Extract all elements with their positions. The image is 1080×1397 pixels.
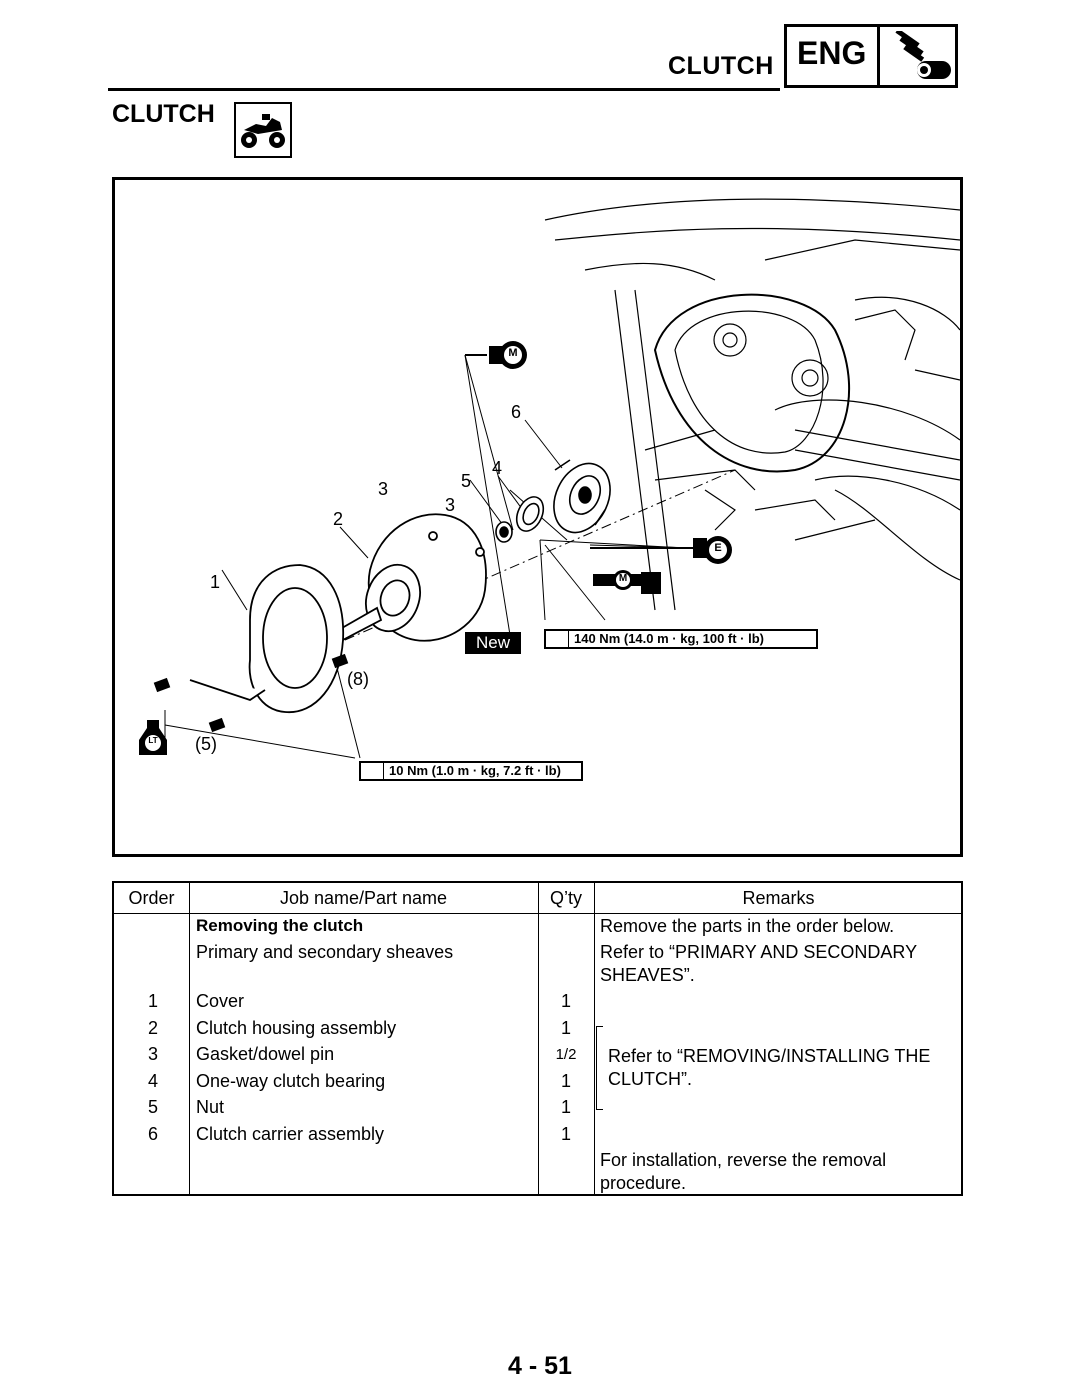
row-job: Nut — [196, 1097, 225, 1117]
clutch-housing-assembly — [333, 513, 487, 644]
bracket-remark-line2: CLUTCH”. — [608, 1069, 692, 1089]
wrench-icon — [361, 763, 384, 779]
clutch-exploded-diagram — [139, 198, 960, 759]
symbol-lt: LT — [148, 736, 158, 745]
header-rule — [108, 88, 780, 91]
clutch-cover — [189, 564, 345, 713]
row-qty: 1 — [560, 1097, 571, 1117]
callout-6: 6 — [511, 402, 522, 422]
eng-badge-divider — [877, 27, 880, 85]
engine-oil-e-symbol — [539, 539, 686, 549]
clutch-carrier-assembly — [553, 459, 611, 534]
row-job: Clutch carrier assembly — [196, 1124, 385, 1144]
exploded-view-figure: 1 2 3 3 4 5 6 (8) (5) M E M LT New 140 N… — [112, 177, 963, 857]
row-qty: 1 — [560, 1018, 571, 1038]
one-way-clutch-bearing — [515, 496, 545, 532]
wrench-icon — [546, 631, 569, 647]
row-job: Cover — [196, 991, 245, 1011]
section-heading: Removing the clutch — [196, 916, 364, 935]
nut — [495, 521, 513, 543]
torque-spec-large-text: 140 Nm (14.0 m · kg, 100 ft · lb) — [574, 631, 765, 646]
callout-3a: 3 — [378, 479, 389, 499]
row-job: Gasket/dowel pin — [196, 1044, 335, 1064]
row-qty: 1 — [560, 1071, 571, 1091]
row-job: One-way clutch bearing — [196, 1071, 386, 1091]
callout-5: 5 — [461, 471, 472, 491]
torque-spec-small-text: 10 Nm (1.0 m · kg, 7.2 ft · lb) — [389, 763, 561, 778]
row-order: 6 — [147, 1124, 158, 1144]
row-order: 3 — [147, 1044, 158, 1064]
remark-bracket — [596, 1026, 603, 1110]
footer-remark-line1: For installation, reverse the removal — [600, 1150, 887, 1170]
new-part-badge: New — [465, 632, 521, 654]
symbol-m-top: M — [508, 347, 518, 359]
row-order: 2 — [147, 1018, 158, 1038]
row-qty: 1/2 — [555, 1046, 577, 1063]
locking-agent-symbol — [139, 720, 167, 755]
col-header-order: Order — [128, 888, 175, 908]
engine-icon — [895, 31, 951, 79]
qty-callout-5: (5) — [195, 734, 217, 754]
header-section-label: CLUTCH — [668, 52, 774, 80]
row-qty: 1 — [560, 991, 571, 1011]
row-order: 1 — [147, 991, 158, 1011]
callout-3b: 3 — [445, 495, 456, 515]
torque-spec-large: 140 Nm (14.0 m · kg, 100 ft · lb) — [544, 629, 818, 649]
row-order: 5 — [147, 1097, 158, 1117]
bolts — [153, 653, 349, 733]
eng-badge: ENG — [784, 24, 958, 88]
torque-spec-small: 10 Nm (1.0 m · kg, 7.2 ft · lb) — [359, 761, 583, 781]
page-title: CLUTCH — [112, 100, 215, 128]
callout-1: 1 — [210, 572, 221, 592]
moly-grease-symbol — [465, 341, 527, 369]
col-header-job: Job name/Part name — [279, 888, 448, 908]
eng-badge-text: ENG — [797, 35, 867, 71]
footer-remark-line2: procedure. — [600, 1173, 687, 1193]
col-header-remarks: Remarks — [742, 888, 815, 908]
engine-oil-symbol — [590, 536, 732, 564]
prep-remark-line1: Refer to “PRIMARY AND SECONDARY — [600, 942, 918, 962]
engine-case-sketch — [544, 198, 960, 611]
row-qty: 1 — [560, 1124, 571, 1144]
callout-2: 2 — [333, 509, 344, 529]
atv-icon — [234, 102, 292, 158]
parts-table: Order Job name/Part name Q’ty Remarks Re… — [112, 881, 963, 1196]
row-order: 4 — [147, 1071, 158, 1091]
prep-remark-line2: SHEAVES”. — [600, 965, 695, 985]
prep-job: Primary and secondary sheaves — [196, 942, 454, 962]
moly-grease-gun-symbol — [593, 570, 661, 594]
symbol-e: E — [714, 542, 722, 554]
qty-callout-8: (8) — [347, 669, 369, 689]
row-job: Clutch housing assembly — [196, 1018, 397, 1038]
section-remark: Remove the parts in the order below. — [600, 916, 895, 936]
bracket-remark-line1: Refer to “REMOVING/INSTALLING THE — [608, 1046, 931, 1066]
col-header-qty: Q’ty — [549, 888, 582, 908]
symbol-m-gun: M — [618, 573, 628, 584]
callout-4: 4 — [492, 458, 503, 478]
page-number: 4 - 51 — [508, 1352, 572, 1380]
